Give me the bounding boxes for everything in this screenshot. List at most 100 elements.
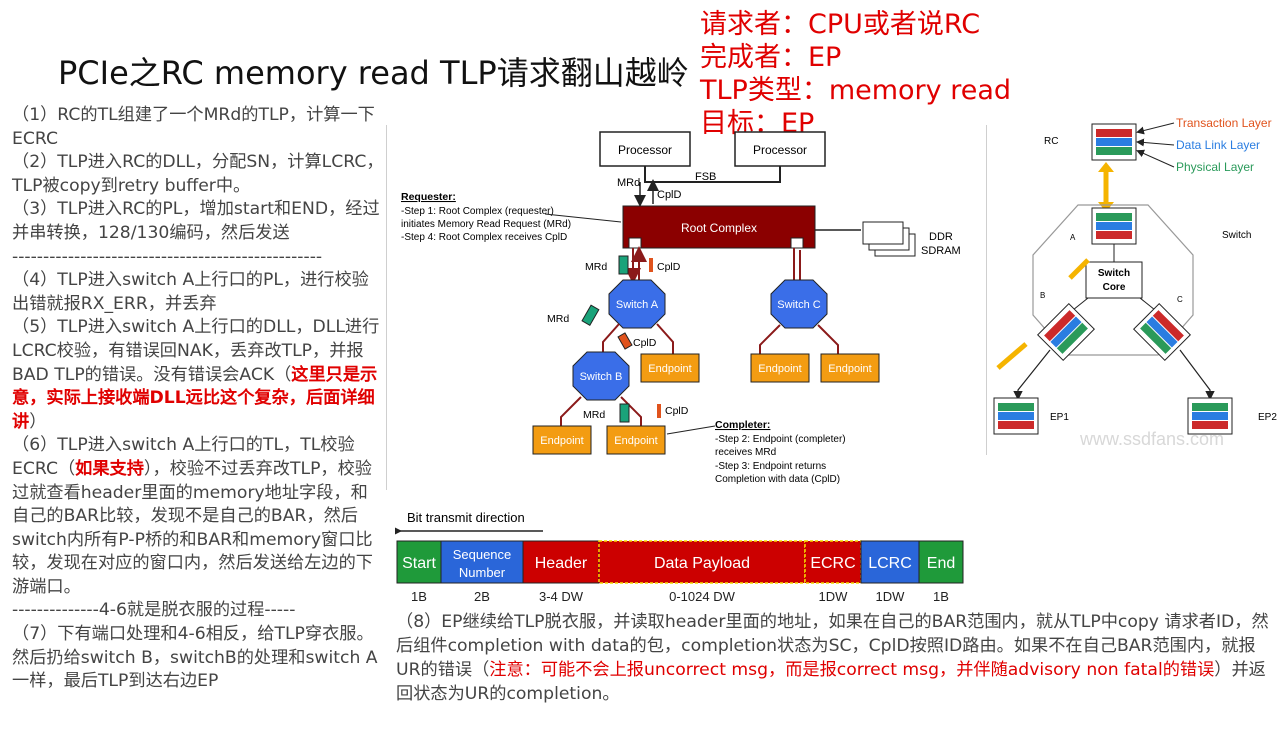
switch-outline — [1032, 204, 1194, 356]
step-4: （4）TLP进入switch A上行口的PL，进行校验出错就报RX_ERR，并丢… — [12, 270, 369, 314]
summary-box: 请求者：CPU或者说RC 完成者：EP TLP类型：memory read 目标… — [700, 8, 1011, 140]
field-header-size: 3-4 DW — [539, 589, 584, 604]
processor-1-label: Processor — [618, 143, 672, 157]
steps-text: （1）RC的TL组建了一个MRd的TLP，计算一下ECRC （2）TLP进入RC… — [12, 104, 384, 694]
switch-a-transaction — [1096, 231, 1132, 239]
ep2-link — [1179, 349, 1215, 401]
physical-layer-label: Physical Layer — [1176, 160, 1254, 174]
switch-core-box — [1085, 261, 1143, 299]
field-lcrc-box — [860, 540, 920, 584]
endpoint-a-box — [640, 353, 700, 383]
switch-a-shape — [608, 279, 666, 329]
completer-title: Completer: — [715, 419, 770, 431]
switch-core-label-2: Core — [1103, 282, 1126, 293]
fsb-label: FSB — [695, 171, 716, 183]
fsb-bus — [644, 166, 781, 183]
cpld-packet-3 — [657, 404, 661, 418]
switch-core-label-1: Switch — [1098, 268, 1130, 279]
summary-tlp-type: TLP类型：memory read — [700, 75, 1012, 106]
cpld-packet-1 — [649, 258, 653, 272]
field-data-payload-size: 0-1024 DW — [669, 589, 735, 604]
switch-c-ep-left-link — [759, 324, 781, 356]
page-title: PCIe之RC memory read TLP请求翻山越岭 — [58, 54, 689, 92]
mrd-label-3: MRd — [583, 409, 605, 421]
transaction-layer-label: Transaction Layer — [1176, 116, 1272, 130]
endpoint-c2-box — [820, 353, 880, 383]
field-start-size: 1B — [411, 589, 427, 604]
summary-completer: 完成者：EP — [700, 42, 842, 73]
step-2: （2）TLP进入RC的DLL，分配SN，计算LCRC，TLP被copy到retr… — [12, 152, 384, 196]
cpld-packet-2 — [617, 332, 633, 350]
switch-b-label: Switch B — [580, 371, 623, 383]
requester-title: Requester: — [401, 191, 456, 203]
switch-a-data-link — [1096, 222, 1132, 230]
switch-b-shape — [572, 351, 630, 401]
endpoint-b1-box — [532, 425, 592, 455]
switch-a-label: Switch A — [616, 299, 659, 311]
mrd-label-1: MRd — [585, 261, 607, 273]
separator-note: --------------4-6就是脱衣服的过程----- — [12, 600, 296, 621]
endpoint-c2-label: Endpoint — [828, 363, 871, 375]
cpld-label-1: CplD — [657, 261, 681, 273]
fsb-cpld-label: CplD — [657, 189, 682, 201]
data-link-pointer — [1136, 138, 1175, 147]
separator-line: ----------------------------------------… — [12, 246, 323, 267]
summary-requester: 请求者：CPU或者说RC — [700, 9, 981, 40]
step-8: （8）EP继续给TLP脱衣服，并读取header里面的地址，如果在自己的BAR范… — [396, 610, 1276, 706]
rc-physical-layer — [1096, 147, 1132, 155]
field-sequence-number-label: Sequence — [453, 547, 512, 562]
completer-pointer — [666, 425, 716, 435]
step-5-note: 这里只是示意，实际上接收端DLL远比这个复杂，后面详细讲 — [12, 364, 378, 432]
data-link-layer-label: Data Link Layer — [1176, 138, 1260, 152]
completer-line-1: -Step 2: Endpoint (completer) — [715, 434, 846, 445]
requester-line-2: initiates Memory Read Request (MRd) — [401, 219, 571, 230]
field-end-label: End — [927, 555, 955, 572]
step-5-text: （5）TLP进入switch A上行口的DLL，DLL进行LCRC校验，有错误回… — [12, 317, 380, 385]
ep2-data-link — [1192, 412, 1228, 420]
requester-line-3: -Step 4: Root Complex receives CplD — [401, 232, 567, 243]
arrow-head-up — [1098, 162, 1114, 172]
port-b-label: B — [1040, 291, 1045, 300]
ep2-transaction — [1192, 421, 1228, 429]
ddr-label: DDR — [929, 231, 953, 243]
mrd-packet-2 — [581, 304, 600, 326]
root-complex-box — [622, 205, 816, 249]
ep1-link — [1013, 349, 1051, 401]
mrd-packet-3 — [619, 403, 630, 423]
divider-right — [986, 125, 989, 455]
sdram-label: SDRAM — [921, 245, 961, 257]
field-lcrc-label: LCRC — [868, 555, 912, 572]
step-8-text: （8）EP继续给TLP脱衣服，并读取header里面的地址，如果在自己的BAR范… — [396, 612, 1269, 680]
ep1-transaction — [998, 421, 1034, 429]
field-ecrc-size: 1DW — [819, 589, 849, 604]
step-6-rest: ），校验不过丢弃改TLP，校验过就查看header里面的memory地址字段，和… — [12, 458, 373, 597]
switch-c-label: Switch C — [777, 299, 820, 311]
field-start-box — [396, 540, 442, 584]
processor-2-box — [734, 131, 826, 167]
switch-internal-arrow — [1068, 258, 1090, 280]
layer-diagram: RC Transaction Layer Data Link Layer Phy… — [993, 116, 1277, 449]
switch-a-physical — [1096, 213, 1132, 221]
cpld-label-3: CplD — [665, 405, 689, 417]
endpoint-a-label: Endpoint — [648, 363, 691, 375]
pcie-topology-diagram: Processor Processor FSB MRd CplD Root Co… — [401, 131, 961, 485]
field-header-label: Header — [535, 555, 588, 572]
mrd-packet-1 — [618, 255, 629, 275]
completer-line-3: -Step 3: Endpoint returns — [715, 461, 826, 472]
field-ecrc-label: ECRC — [810, 555, 855, 572]
fsb-mrd-label: MRd — [617, 177, 640, 189]
step-3: （3）TLP进入RC的PL，增加start和END，经过并串转换，128/130… — [12, 199, 380, 243]
step-1: （1）RC的TL组建了一个MRd的TLP，计算一下ECRC — [12, 105, 375, 149]
rc-data-link-layer — [1096, 138, 1132, 146]
ep1-data-link — [998, 412, 1034, 420]
ep2-physical — [1192, 403, 1228, 411]
switch-c-shape — [770, 279, 828, 329]
rc-port-left — [628, 237, 642, 249]
field-data-payload-box — [598, 540, 806, 584]
endpoint-b2-label: Endpoint — [614, 435, 657, 447]
step-5: （5）TLP进入switch A上行口的DLL，DLL进行LCRC校验，有错误回… — [12, 316, 384, 434]
step-7: （7）下有端口处理和4-6相反，给TLP穿衣服。然后扔给switch B，swi… — [12, 624, 378, 692]
field-end-box — [918, 540, 964, 584]
tlp-packet-format: Bit transmit direction Start1BSequenceNu… — [395, 510, 964, 604]
